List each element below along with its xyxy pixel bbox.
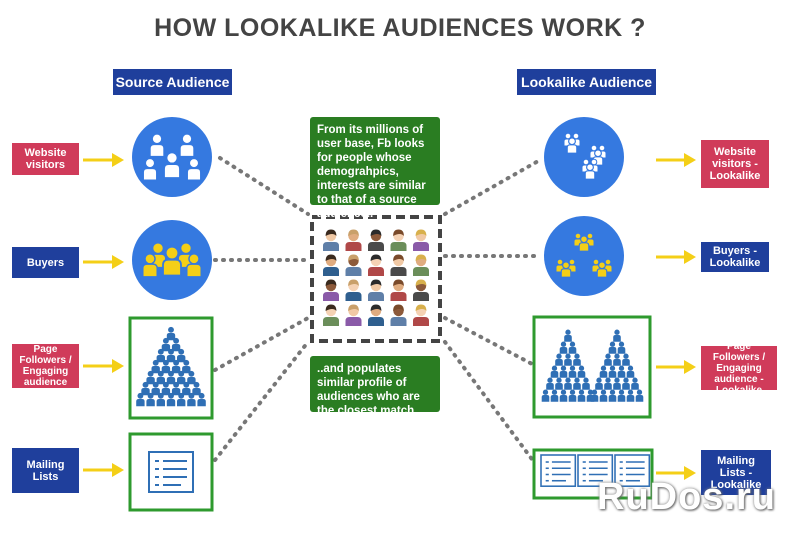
avatar [390,304,407,326]
pyramid-people-icon [128,316,214,420]
right-tag-buyers-lookalike: Buyers - Lookalike [701,242,769,272]
right-tag-page-followers-lookalike: Page Followers / Engaging audience - Loo… [701,341,777,396]
right-arrows [656,153,696,480]
multi-group-icon [544,117,624,197]
avatar [413,229,429,251]
right-tag-mailing-lists-lookalike: Mailing Lists - Lookalike [701,450,771,495]
right-tag-website-visitors-lookalike: Website visitors - Lookalike [701,140,769,188]
dotted-connectors [213,156,542,464]
left-tag-mailing-lists: Mailing Lists [12,448,79,493]
triple-document-icon [532,448,654,500]
avatar [323,304,339,326]
page-title: HOW LOOKALIKE AUDIENCES WORK ? [154,14,646,42]
avatar [368,254,384,276]
multi-group-gold-icon [544,216,624,296]
group-icon [132,117,212,197]
avatar [413,279,429,301]
avatar [390,229,407,251]
document-list-icon [128,432,214,512]
group-gold-icon [132,220,212,300]
avatar [390,254,407,276]
avatar [323,229,339,251]
bottom-note: ..and populates similar profile of audie… [310,356,440,417]
avatar [323,254,339,276]
avatar [368,229,384,251]
left-arrows [83,153,124,477]
watermark-logo: RuDos.ru [597,476,776,518]
avatar [345,229,362,251]
lookalike-audience-header: Lookalike Audience [517,69,656,95]
left-tag-buyers: Buyers [12,247,79,278]
source-audience-header: Source Audience [113,69,232,95]
avatar [368,304,384,326]
avatar [323,279,339,301]
avatar [345,279,362,301]
avatar [413,304,429,326]
avatar [345,304,362,326]
avatar [390,279,407,301]
double-pyramid-icon [532,315,652,419]
top-note: From its millions of user base, Fb looks… [310,117,440,220]
left-tag-website-visitors: Website visitors [12,143,79,175]
left-tag-page-followers: Page Followers / Engaging audience [12,344,79,388]
avatar [368,279,384,301]
avatar [413,254,429,276]
avatar [345,254,362,276]
people-grid-box [310,215,442,343]
